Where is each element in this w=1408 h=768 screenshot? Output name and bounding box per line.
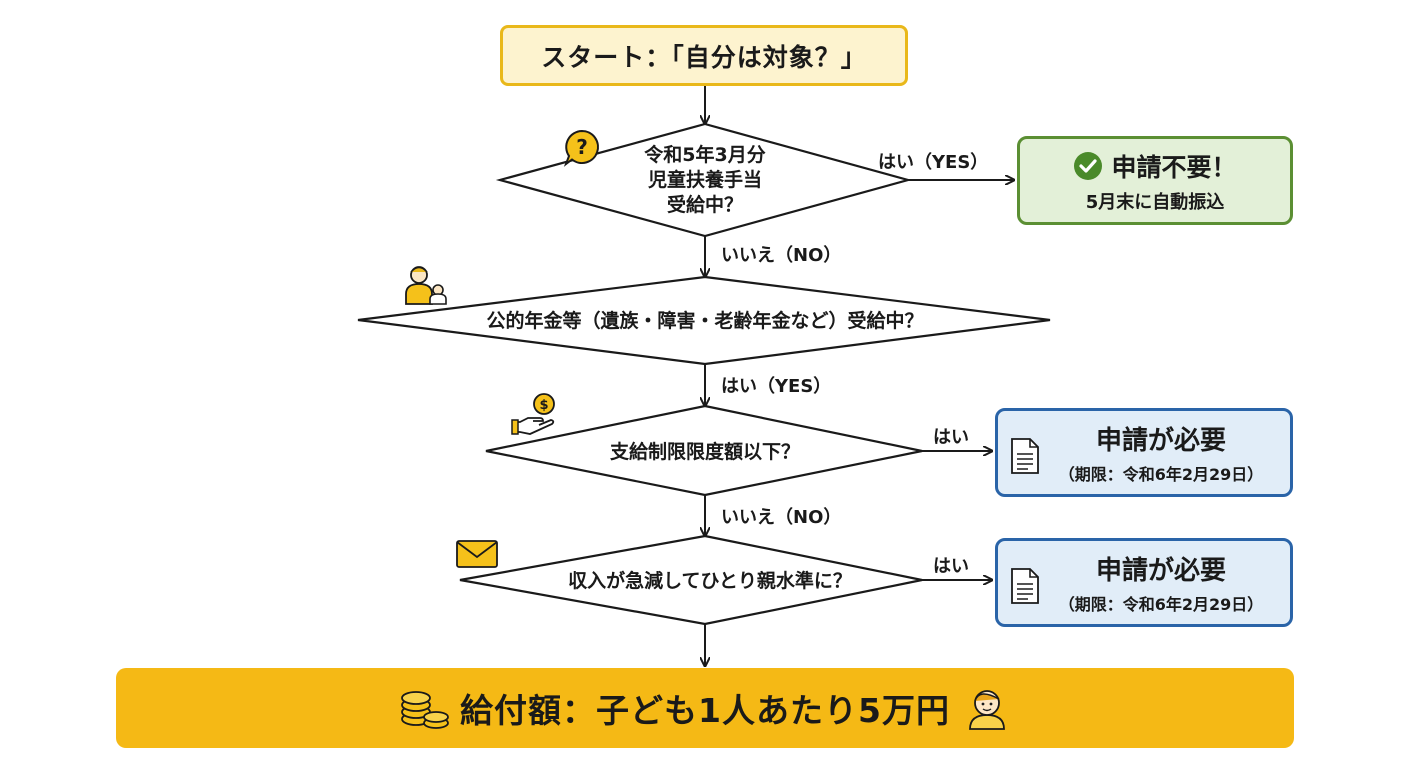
envelope-icon [456, 540, 498, 568]
edge-label-d3-yes: はい [933, 427, 969, 448]
decision-1-text: 令和5年3月分 児童扶養手当 受給中？ [600, 140, 810, 220]
outcome-application-2-title: 申請が必要 [1095, 556, 1226, 586]
outcome-no-application-title-row: 申請不要！ [1073, 148, 1237, 184]
outcome-no-application-title: 申請不要！ [1111, 152, 1237, 182]
outcome-application-2-text: 申請が必要 （期限：令和6年2月29日） [1059, 550, 1264, 615]
question-bubble-icon: ? [563, 129, 599, 167]
decision-4-line-1: 収入が急減してひとり親水準に？ [568, 569, 852, 592]
outcome-no-application: 申請不要！ 5月末に自動振込 [1017, 136, 1293, 225]
decision-diamond-4 [459, 534, 923, 626]
result-bar: 給付額：子ども1人あたり5万円 [116, 668, 1294, 748]
decision-1-line-3: 受給中？ [666, 193, 743, 216]
decision-3-line-1: 支給制限限度額以下？ [609, 440, 800, 463]
outcome-application-2-subtitle: （期限：令和6年2月29日） [1058, 595, 1264, 614]
edge-label-d1-yes: はい（YES） [878, 152, 989, 173]
check-circle-icon [1074, 151, 1103, 180]
outcome-application-2: 申請が必要 （期限：令和6年2月29日） [995, 538, 1293, 627]
decision-1-line-2: 児童扶養手当 [647, 168, 762, 191]
decision-4-text: 収入が急減してひとり親水準に？ [520, 566, 900, 596]
child-face-icon [969, 690, 1005, 730]
parent-child-icon [405, 266, 447, 305]
start-box: スタート：「自分は対象？」 [500, 25, 908, 86]
edge-label-d2-yes: はい（YES） [721, 376, 832, 397]
edge-label-d4-yes: はい [933, 556, 969, 577]
decision-2-text: 公的年金等（遺族・障害・老齢年金など）受給中？ [430, 306, 980, 336]
document-icon [1011, 568, 1039, 604]
outcome-no-application-subtitle: 5月末に自動振込 [1085, 191, 1225, 213]
coin-stack-icon [401, 691, 449, 729]
outcome-application-1-title: 申請が必要 [1095, 426, 1226, 456]
decision-diamond-2 [357, 275, 1051, 366]
outcome-application-1-text: 申請が必要 （期限：令和6年2月29日） [1059, 420, 1264, 485]
edge-label-d3-no: いいえ（NO） [721, 507, 842, 528]
hand-coin-icon: $ [511, 393, 555, 435]
document-icon [1011, 438, 1039, 474]
decision-2-line-1: 公的年金等（遺族・障害・老齢年金など）受給中？ [486, 309, 924, 332]
start-label: スタート：「自分は対象？」 [541, 42, 867, 72]
decision-1-line-1: 令和5年3月分 [644, 143, 766, 166]
svg-text:?: ? [576, 135, 588, 159]
outcome-application-1: 申請が必要 （期限：令和6年2月29日） [995, 408, 1293, 497]
outcome-application-1-subtitle: （期限：令和6年2月29日） [1058, 465, 1264, 484]
result-label: 給付額：子ども1人あたり5万円 [460, 691, 950, 730]
decision-3-text: 支給制限限度額以下？ [560, 437, 850, 467]
decision-diamond-3 [485, 404, 923, 497]
svg-text:$: $ [539, 398, 548, 413]
edge-label-d1-no: いいえ（NO） [721, 245, 842, 266]
